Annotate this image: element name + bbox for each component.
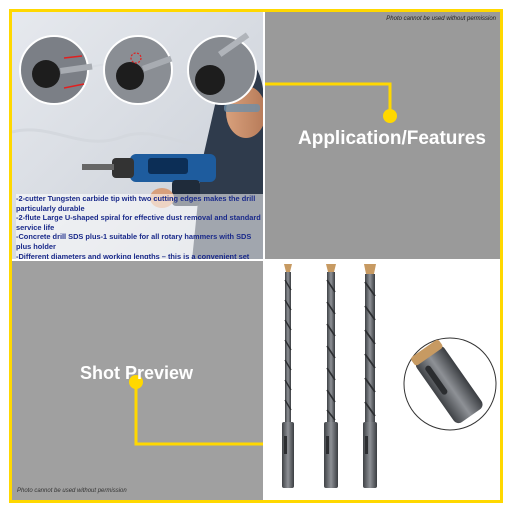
feature-list: -2-cutter Tungsten carbide tip with two … xyxy=(16,194,264,260)
features-heading: Application/Features xyxy=(298,128,486,149)
drill-bit-medium xyxy=(324,264,338,488)
panel-divider-vertical xyxy=(263,12,265,500)
lock-indicator-icon xyxy=(130,52,142,64)
safety-glasses xyxy=(224,104,260,112)
drill-bit-small xyxy=(282,264,294,488)
feature-item: -2-cutter Tungsten carbide tip with two … xyxy=(16,194,256,213)
inset-insert-bit xyxy=(19,35,93,105)
application-photo: -2-cutter Tungsten carbide tip with two … xyxy=(12,12,264,260)
drill-bits-illustration xyxy=(282,264,497,488)
preview-connector xyxy=(129,375,264,446)
preview-panel: Shot Preview Photo cannot be used withou… xyxy=(12,260,264,500)
permission-notice: Photo cannot be used without permission xyxy=(17,488,127,494)
product-image-frame: -2-cutter Tungsten carbide tip with two … xyxy=(9,9,503,503)
feature-item: -2-flute Large U-shaped spiral for effec… xyxy=(16,213,261,232)
feature-item: -Different diameters and working lengths… xyxy=(16,251,250,260)
drill-bits-photo xyxy=(264,260,500,500)
permission-notice: Photo cannot be used without permission xyxy=(386,16,496,22)
inset-lock-bit xyxy=(103,35,173,105)
features-panel: Photo cannot be used without permission … xyxy=(264,12,500,260)
shank-detail-inset xyxy=(403,337,497,431)
feature-item: -Concrete drill SDS plus-1 suitable for … xyxy=(16,232,252,251)
inset-locked-bit xyxy=(187,32,257,105)
panel-divider-horizontal xyxy=(12,259,500,261)
features-connector xyxy=(264,82,397,123)
drill-bit-large xyxy=(363,264,377,488)
arrow-icon xyxy=(63,55,85,89)
preview-heading: Shot Preview xyxy=(80,363,194,383)
